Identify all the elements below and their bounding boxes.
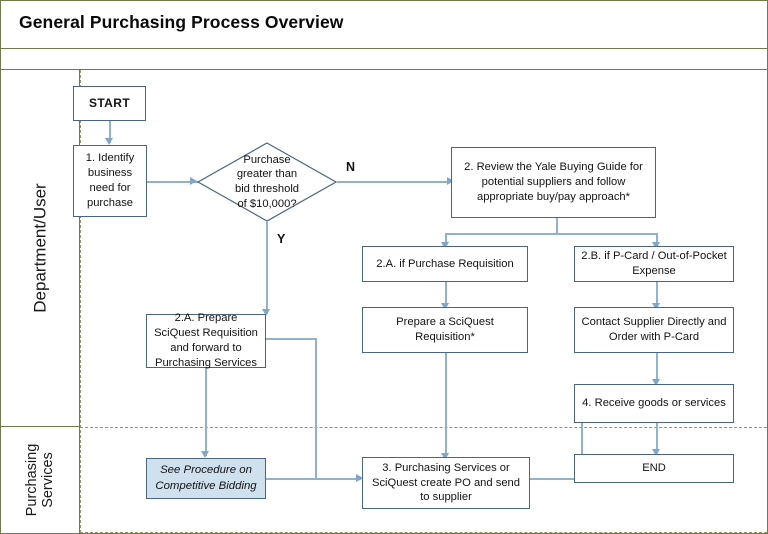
arrowhead-contact-supplier-to-receive bbox=[652, 379, 660, 386]
connector-2b-to-contact-supplier bbox=[656, 282, 658, 307]
connector-review-to-2b bbox=[656, 233, 658, 246]
connector-prepare-forward-right bbox=[266, 338, 316, 340]
connector-create-po-right bbox=[530, 478, 582, 480]
title-bar: General Purchasing Process Overview bbox=[1, 1, 767, 49]
arrowhead-decision-no-to-review bbox=[447, 177, 454, 185]
connector-prepare-req-to-create-po bbox=[445, 353, 447, 458]
branch-label-no: N bbox=[346, 160, 356, 174]
arrowhead-prepare-req-to-create-po bbox=[441, 453, 449, 460]
node-receive-goods-or-services[interactable]: 4. Receive goods or services bbox=[574, 384, 734, 423]
node-see-procedure-competitive-bidding[interactable]: See Procedure on Competitive Bidding bbox=[146, 458, 266, 499]
node-start[interactable]: START bbox=[73, 86, 146, 121]
swimlane-department-user: Department/User bbox=[1, 70, 80, 427]
node-review-yale-buying-guide[interactable]: 2. Review the Yale Buying Guide for pote… bbox=[451, 147, 656, 218]
connector-decision-no-to-review bbox=[337, 181, 450, 183]
node-branch-2b-pcard-out-of-pocket[interactable]: 2.B. if P-Card / Out-of-Pocket Expense bbox=[574, 246, 734, 282]
connector-receive-to-end bbox=[656, 423, 658, 453]
connector-identify-to-decision bbox=[147, 181, 199, 183]
node-prepare-sciquest-requisition[interactable]: Prepare a SciQuest Requisition* bbox=[362, 307, 528, 353]
arrowhead-2a-to-prepare-req bbox=[441, 303, 449, 310]
node-identify-business-need[interactable]: 1. Identify business need for purchase bbox=[73, 145, 147, 217]
swimlane-label-department-user: Department/User bbox=[30, 183, 50, 313]
node-prepare-forward-purchasing-services[interactable]: 2.A. Prepare SciQuest Requisition and fo… bbox=[146, 312, 266, 369]
connector-contact-supplier-to-receive bbox=[656, 353, 658, 383]
swimlane-divider bbox=[80, 427, 767, 428]
arrowhead-review-to-2a bbox=[441, 242, 449, 249]
connector-bidding-to-create-po bbox=[266, 478, 361, 480]
node-contact-supplier-order-pcard[interactable]: Contact Supplier Directly and Order with… bbox=[574, 307, 734, 353]
connector-2a-to-prepare-req bbox=[445, 282, 447, 307]
connector-start-to-identify bbox=[109, 121, 111, 143]
page-title: General Purchasing Process Overview bbox=[19, 12, 344, 32]
connector-prepare-forward-to-bidding bbox=[205, 368, 207, 456]
arrowhead-2b-to-contact-supplier bbox=[652, 303, 660, 310]
header-spacer-row bbox=[1, 49, 767, 70]
diamond-shape bbox=[197, 142, 337, 222]
connector-decision-yes-to-prepare-forward bbox=[266, 222, 268, 314]
arrowhead-bidding-to-create-po bbox=[356, 474, 363, 482]
arrowhead-start-to-identify bbox=[105, 138, 113, 145]
connector-review-split bbox=[445, 233, 658, 235]
connector-create-po-up bbox=[581, 397, 583, 479]
node-end[interactable]: END bbox=[574, 454, 734, 483]
arrowhead-decision-yes-to-prepare-forward bbox=[262, 309, 270, 316]
branch-label-yes: Y bbox=[277, 232, 286, 246]
arrowhead-identify-to-decision bbox=[190, 177, 197, 185]
connector-prepare-forward-down bbox=[315, 338, 317, 479]
arrowhead-receive-to-end bbox=[652, 449, 660, 456]
diagram-canvas bbox=[80, 70, 767, 533]
connector-review-stem bbox=[556, 218, 558, 234]
connector-review-to-2a bbox=[445, 233, 447, 246]
arrowhead-prepare-forward-to-bidding bbox=[201, 451, 209, 458]
node-branch-2a-purchase-requisition[interactable]: 2.A. if Purchase Requisition bbox=[362, 246, 528, 282]
node-create-po-send-to-supplier[interactable]: 3. Purchasing Services or SciQuest creat… bbox=[362, 457, 530, 509]
arrowhead-review-to-2b bbox=[652, 242, 660, 249]
